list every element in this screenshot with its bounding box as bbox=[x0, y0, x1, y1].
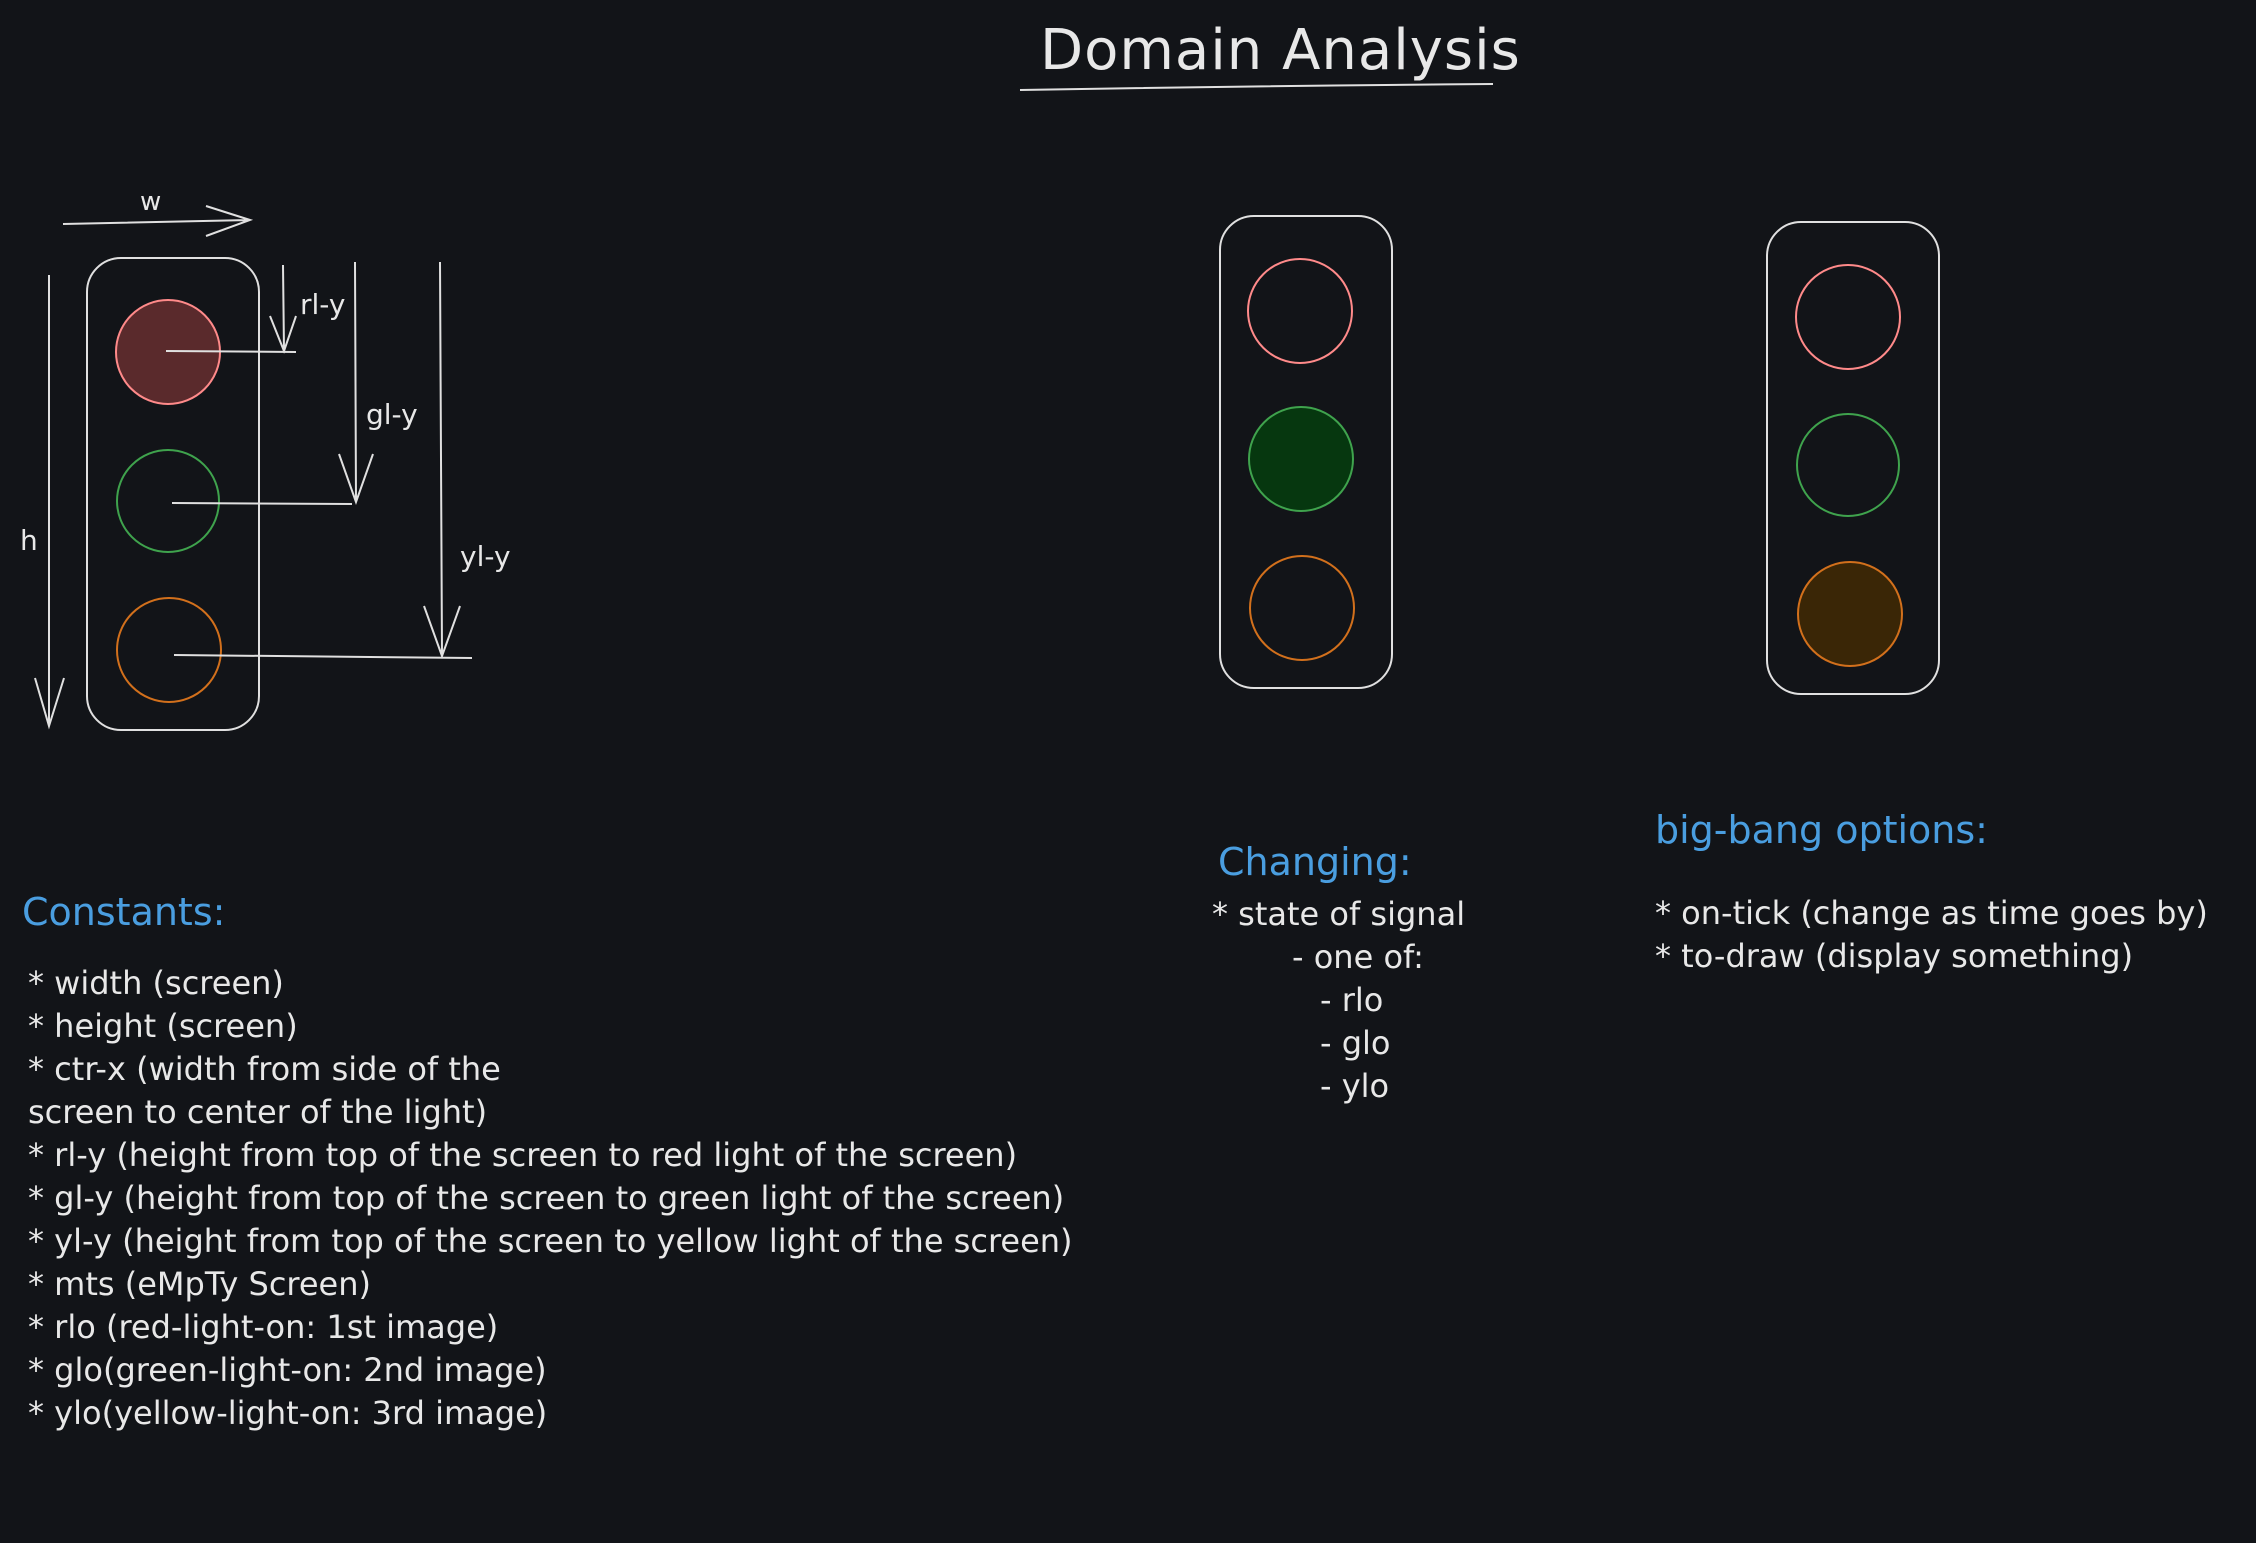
red-light-off bbox=[1247, 258, 1353, 364]
red-light-off bbox=[1795, 264, 1901, 370]
yl-y-line bbox=[173, 654, 473, 659]
list-item: - rlo bbox=[1320, 981, 1384, 1019]
list-item: * on-tick (change as time goes by) bbox=[1655, 894, 2208, 932]
w-label: w bbox=[140, 187, 161, 217]
rl-y-arrow bbox=[269, 264, 297, 354]
bigbang-heading: big-bang options: bbox=[1655, 808, 1988, 852]
list-item: - ylo bbox=[1320, 1067, 1390, 1105]
green-light-on bbox=[1248, 406, 1354, 512]
green-light-off bbox=[1796, 413, 1900, 517]
list-item: * yl-y (height from top of the screen to… bbox=[28, 1222, 1073, 1260]
h-label: h bbox=[20, 524, 38, 557]
list-item: * rlo (red-light-on: 1st image) bbox=[28, 1308, 499, 1346]
changing-list: * state of signal - one of: - rlo - glo … bbox=[1212, 893, 1465, 1108]
annotated-traffic-light: w h rl-y gl-y yl-y bbox=[20, 187, 511, 731]
yellow-light-off bbox=[1249, 555, 1355, 661]
traffic-light-housing bbox=[1219, 215, 1393, 689]
traffic-light-yellow-on bbox=[1766, 221, 1940, 695]
traffic-light-housing bbox=[86, 257, 260, 731]
list-item: * gl-y (height from top of the screen to… bbox=[28, 1179, 1065, 1217]
list-item: - glo bbox=[1320, 1024, 1391, 1062]
changing-heading: Changing: bbox=[1218, 840, 1412, 884]
list-item: * state of signal bbox=[1212, 895, 1466, 933]
rl-y-line bbox=[165, 350, 297, 353]
h-arrow bbox=[34, 275, 65, 730]
list-item: * width (screen) bbox=[28, 964, 284, 1002]
traffic-light-green-on bbox=[1219, 215, 1393, 689]
gl-y-arrow bbox=[338, 261, 374, 505]
gl-y-line bbox=[171, 502, 353, 505]
list-item: * mts (eMpTy Screen) bbox=[28, 1265, 371, 1303]
traffic-light-housing bbox=[1766, 221, 1940, 695]
gl-y-label: gl-y bbox=[366, 398, 418, 431]
constants-heading: Constants: bbox=[22, 890, 226, 934]
list-item: * ctr-x (width from side of the bbox=[28, 1050, 501, 1088]
list-item: * rl-y (height from top of the screen to… bbox=[28, 1136, 1018, 1174]
rl-y-label: rl-y bbox=[300, 288, 345, 321]
list-item: - one of: bbox=[1292, 938, 1424, 976]
page-title: Domain Analysis bbox=[1040, 18, 1521, 83]
w-arrow bbox=[62, 205, 254, 237]
yellow-light-on bbox=[1797, 561, 1903, 667]
yl-y-arrow bbox=[423, 261, 461, 659]
yellow-light-off bbox=[116, 597, 222, 703]
list-item: * to-draw (display something) bbox=[1655, 937, 2134, 975]
bigbang-list: * on-tick (change as time goes by) * to-… bbox=[1655, 892, 2208, 978]
green-light-off bbox=[116, 449, 220, 553]
list-item: screen to center of the light) bbox=[28, 1093, 488, 1131]
constants-list: * width (screen) * height (screen) * ctr… bbox=[28, 962, 1073, 1435]
list-item: * ylo(yellow-light-on: 3rd image) bbox=[28, 1394, 548, 1432]
list-item: * height (screen) bbox=[28, 1007, 298, 1045]
title-underline bbox=[1019, 83, 1494, 91]
yl-y-label: yl-y bbox=[460, 540, 511, 573]
list-item: * glo(green-light-on: 2nd image) bbox=[28, 1351, 547, 1389]
